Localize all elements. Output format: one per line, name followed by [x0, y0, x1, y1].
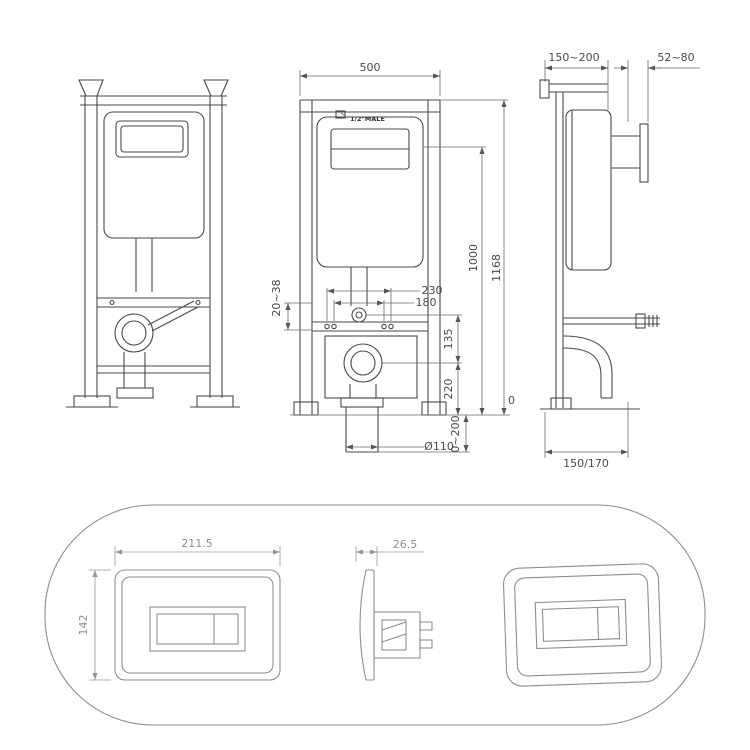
plate-curved-face: [359, 569, 367, 681]
frame-geometry: [293, 99, 447, 453]
dim-floor-adjust: 0~200: [449, 415, 462, 452]
side-foot: [550, 397, 572, 410]
floor-datum-label: 0: [508, 394, 515, 407]
top-hook-right: [203, 79, 229, 97]
flush-pipe: [135, 238, 153, 292]
dual-flush-buttons: [156, 613, 239, 645]
right-foot: [421, 401, 447, 416]
left-foot: [293, 401, 319, 416]
flush-plate-panel: 211.5 142 26.5: [44, 504, 706, 726]
flush-plate-perspective-view: [502, 563, 663, 687]
cistern-profile: [565, 109, 612, 271]
dim-outlet-offset: 135: [442, 329, 455, 350]
button-frame: [149, 606, 246, 652]
cistern: [316, 116, 424, 268]
bolt-rail: [312, 321, 428, 332]
top-hook-left: [78, 79, 104, 97]
access-window: [115, 120, 189, 158]
flush-plate-side-view: [359, 569, 433, 681]
frame-side-view: 150~200 52~80 150/170: [539, 51, 700, 470]
cistern: [103, 111, 205, 239]
drain-socket: [343, 343, 383, 383]
dim-height-total: 1168: [490, 254, 503, 282]
dim-inlet-adjust: 20~38: [270, 279, 283, 316]
dual-flush-buttons: [541, 606, 621, 642]
dim-outlet-depth: 150/170: [563, 457, 609, 470]
dim-plate-height: 142: [77, 615, 90, 636]
flush-plate-profile: [639, 123, 649, 183]
flush-plate-front-view: [114, 569, 281, 681]
dim-plate-width: 211.5: [181, 537, 213, 550]
mounting-screw-top: [419, 621, 433, 631]
left-foot: [73, 395, 111, 408]
dim-plate-depth: 52~80: [657, 51, 694, 64]
inlet-thread-label: 1/2"MALE: [350, 115, 385, 123]
drain-bend-profile: [562, 335, 613, 398]
plate-dimension-lines: [89, 546, 424, 681]
side-dimension-lines: [544, 60, 700, 458]
threaded-rods: [563, 317, 660, 325]
dim-bolt-span-outer: 230: [422, 284, 443, 297]
front-dimension-lines: [284, 70, 510, 453]
mechanism-housing: [373, 611, 421, 659]
inlet-connector: [351, 307, 367, 323]
dim-frame-depth: 150~200: [548, 51, 599, 64]
flush-pipe: [350, 267, 368, 306]
right-foot: [196, 395, 234, 408]
dim-outlet-height: 220: [442, 379, 455, 400]
inlet-fitting: [335, 110, 346, 119]
fixing-rods: [147, 300, 199, 332]
dim-height-fixing: 1000: [467, 244, 480, 272]
dim-plate-profile-depth: 26.5: [393, 538, 418, 551]
outlet-pipe: [345, 407, 379, 453]
dim-bolt-span-inner: 180: [416, 296, 437, 309]
panel-outline: [44, 504, 706, 726]
dim-outlet-diameter: Ø110: [424, 440, 454, 453]
frame-front-dimensioned-view: 500 1/2"MALE 230 180 20~38 1000 1168 0 1…: [270, 61, 515, 453]
drain-bend: [114, 313, 154, 353]
mounting-screw-bottom: [419, 639, 433, 649]
button-frame: [534, 598, 628, 650]
side-geometry: [539, 79, 660, 410]
frame-front-pictorial-view: [66, 79, 240, 408]
dim-frame-width: 500: [360, 61, 381, 74]
wall-bracket: [539, 79, 550, 99]
